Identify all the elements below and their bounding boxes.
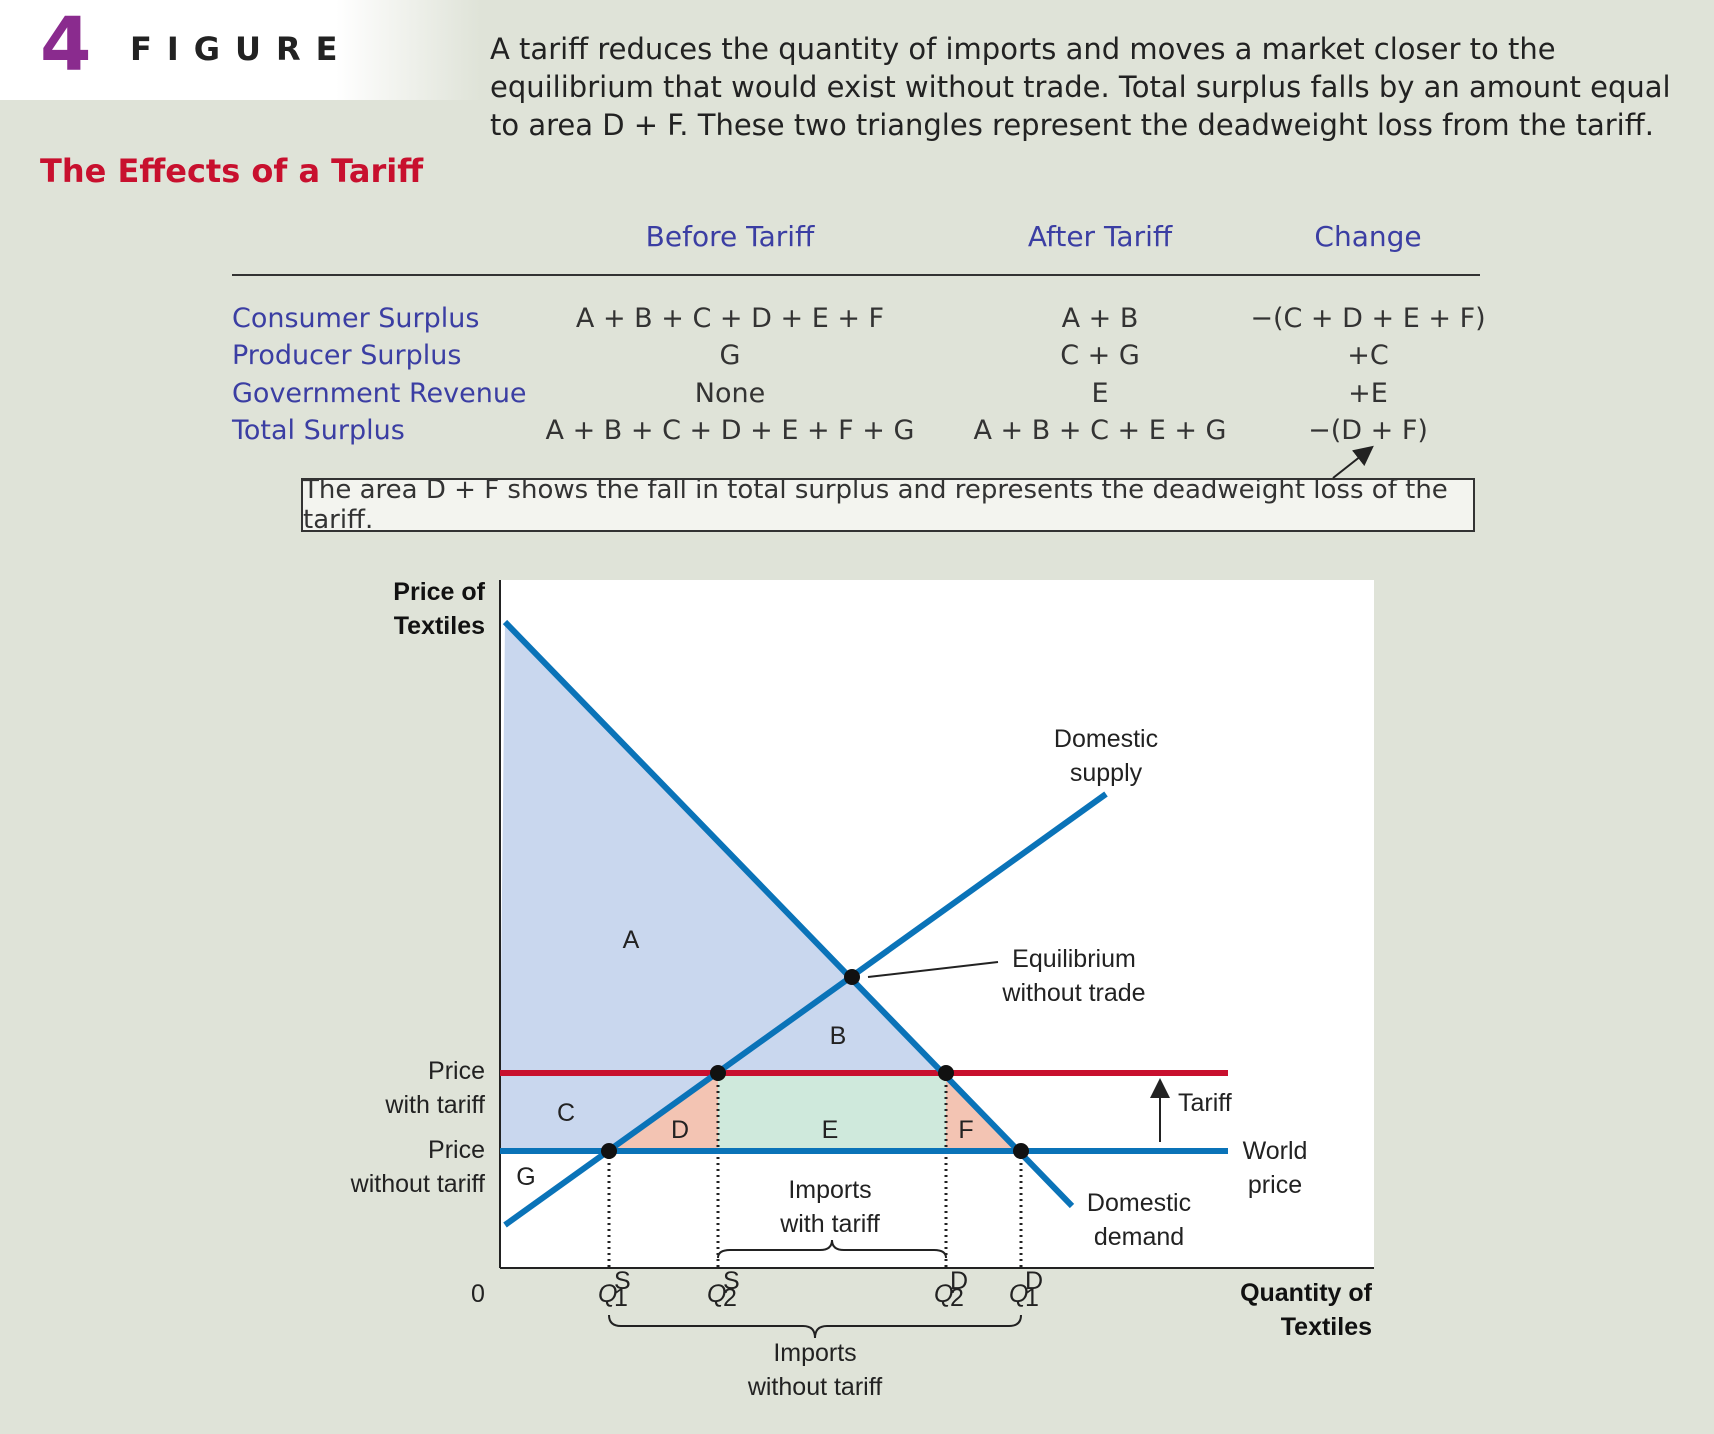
tick-q2d-sub: 2 [950,1284,964,1312]
equilibrium-label-line1: Equilibrium [1012,945,1136,973]
col-change: Change [1314,220,1422,253]
tick-q2s-sup: S [723,1267,740,1295]
equilibrium-point [844,969,860,985]
y-axis-label-line1: Price of [393,578,485,606]
imports-without-tariff-line2: without tariff [747,1373,882,1401]
y-axis-label-line2: Textiles [394,612,485,640]
table-rule [232,274,1480,276]
q2d-point [938,1065,954,1081]
figure-word: FIGURE [130,30,353,68]
q1d-point [1013,1143,1029,1159]
deadweight-note-text: The area D + F shows the fall in total s… [303,475,1448,535]
origin-label: 0 [471,1280,485,1308]
tick-q1s-main: Q [598,1280,617,1308]
col-before-tariff: Before Tariff [645,220,815,253]
area-d-label: D [671,1116,689,1144]
x-axis-label-line2: Textiles [1281,1313,1372,1341]
row-label-total-surplus: Total Surplus [232,415,405,446]
tick-q2d-sup: D [950,1267,968,1295]
area-f-label: F [958,1116,973,1144]
area-e-label: E [822,1116,839,1144]
col-after-tariff: After Tariff [1027,220,1173,253]
deadweight-note-box: The area D + F shows the fall in total s… [301,475,1475,535]
world-price-label-line2: price [1248,1171,1302,1199]
demand-label-line1: Domestic [1087,1189,1191,1217]
tick-q2d-main: Q [934,1280,953,1308]
cell-gr-before: None [694,378,766,409]
tick-q1s-sub: 1 [614,1284,628,1312]
demand-label-line2: demand [1094,1223,1184,1251]
equilibrium-label-line2: without trade [1001,979,1145,1007]
row-label-producer-surplus: Producer Surplus [232,340,462,371]
imports-without-tariff-line1: Imports [773,1339,856,1367]
area-b-label: B [830,1022,847,1050]
price-with-tariff-line1: Price [428,1057,485,1085]
cell-cs-after: A + B [1061,303,1139,334]
imports-with-tariff-brace [717,1239,947,1259]
row-label-government-revenue: Government Revenue [232,378,527,409]
cell-ps-after: C + G [1060,340,1140,371]
tick-q2s-sub: 2 [723,1284,737,1312]
imports-with-tariff-line1: Imports [788,1176,871,1204]
cell-cs-change: −(C + D + E + F) [1250,303,1486,334]
cell-gr-change: +E [1348,378,1388,409]
figure-title: The Effects of a Tariff [40,152,424,190]
area-c-label: C [557,1099,575,1127]
price-without-tariff-line1: Price [428,1136,485,1164]
tick-q1d-sup: D [1025,1267,1043,1295]
equilibrium-leader [867,961,999,978]
row-label-consumer-surplus: Consumer Surplus [232,303,480,334]
cell-ts-before: A + B + C + D + E + F + G [545,415,915,446]
tick-q1s-sup: S [614,1267,631,1295]
tariff-label: Tariff [1178,1089,1232,1117]
tick-q1d-main: Q [1009,1280,1028,1308]
cell-gr-after: E [1091,378,1109,409]
q1s-point [601,1143,617,1159]
demand-curve [502,619,1075,1209]
cell-ps-change: +C [1347,340,1389,371]
figure-header-panel [0,0,480,100]
tick-q2s-main: Q [707,1280,726,1308]
tick-q2d: Q D 2 [934,1267,968,1312]
q2s-point [710,1065,726,1081]
tick-q2s: Q S 2 [707,1267,740,1312]
price-without-tariff-line2: without tariff [350,1170,485,1198]
imports-with-tariff-line2: with tariff [779,1210,880,1238]
area-c-fill [500,1073,718,1151]
supply-label-line2: supply [1070,759,1143,787]
cell-ts-change: −(D + F) [1308,415,1428,446]
area-a-label: A [623,926,640,954]
x-axis-label-line1: Quantity of [1240,1279,1373,1307]
cell-ps-before: G [719,340,741,371]
price-with-tariff-line2: with tariff [384,1091,485,1119]
area-e-fill [718,1073,946,1151]
figure-number: 4 [40,2,92,88]
tick-q1s: Q S 1 [598,1267,631,1312]
figure-caption: A tariff reduces the quantity of imports… [490,32,1671,142]
world-price-label-line1: World [1243,1137,1308,1165]
area-g-label: G [516,1163,535,1191]
note-arrow [1332,445,1374,479]
cell-ts-after: A + B + C + E + G [973,415,1227,446]
supply-label-line1: Domestic [1054,725,1158,753]
tick-q1d-sub: 1 [1025,1284,1039,1312]
imports-without-tariff-brace [608,1314,1022,1339]
tick-q1d: Q D 1 [1009,1267,1043,1312]
cell-cs-before: A + B + C + D + E + F [575,303,885,334]
